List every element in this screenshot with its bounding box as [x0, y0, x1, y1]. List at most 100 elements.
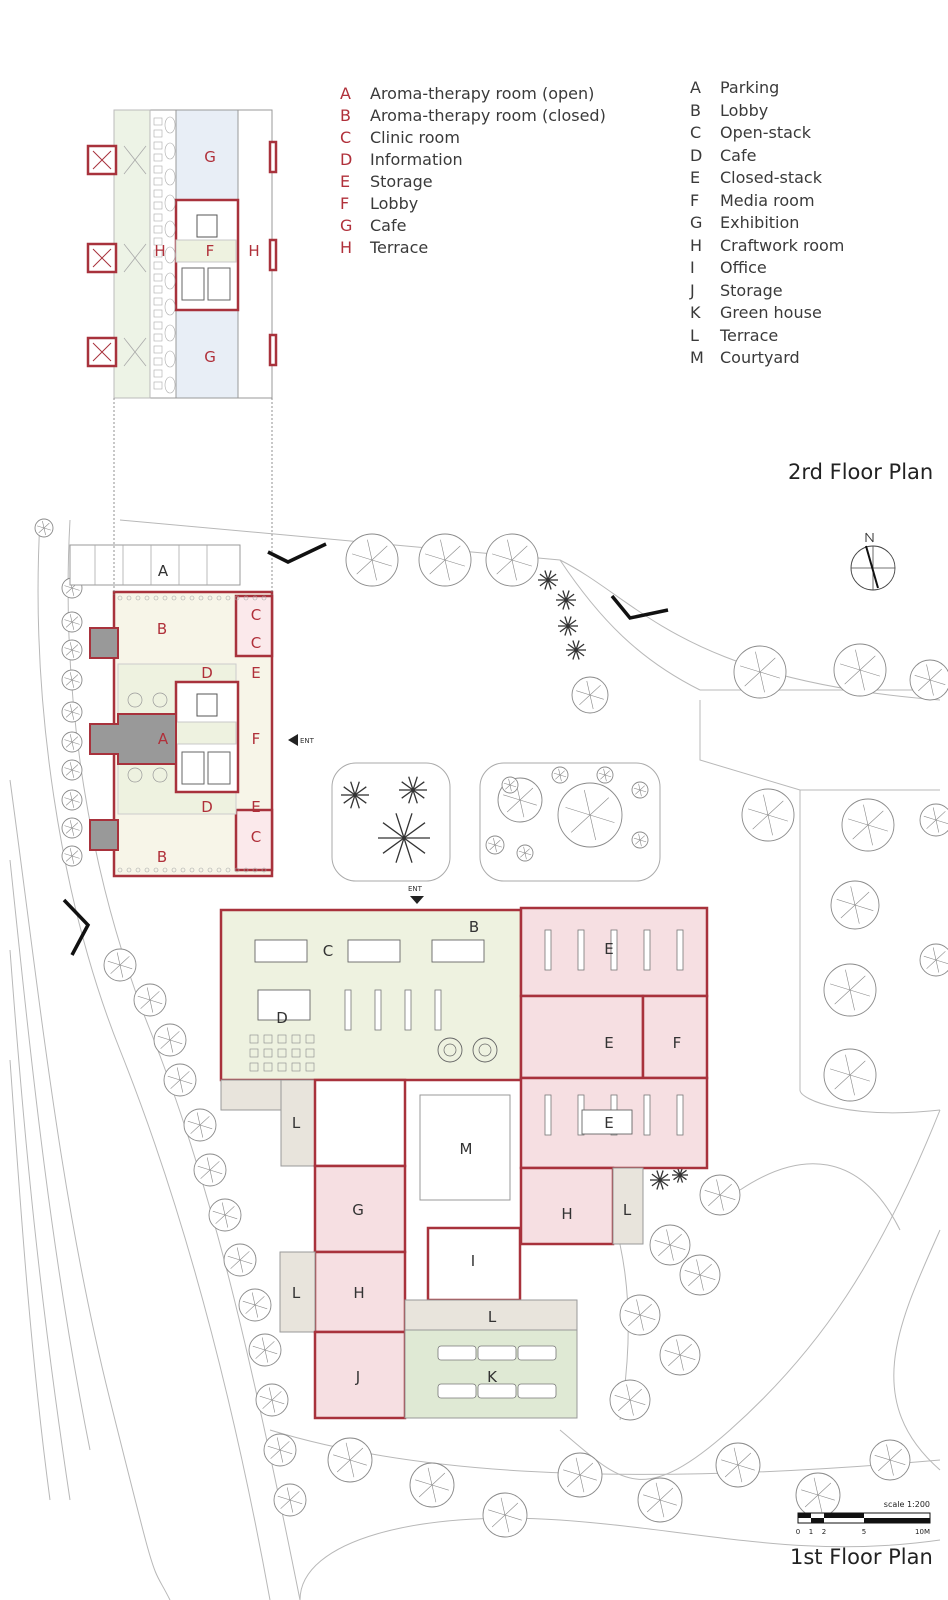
tree-branch — [224, 1214, 229, 1228]
tree-branch — [209, 1169, 214, 1183]
tree-branch — [817, 1482, 832, 1496]
bookshelf — [434, 989, 442, 1031]
tree-branch — [289, 1491, 300, 1501]
tree-branch — [71, 711, 75, 720]
room-label: H — [154, 242, 165, 260]
tree-branch — [64, 767, 73, 771]
tree-branch — [71, 706, 79, 713]
tree-branch — [679, 1343, 692, 1356]
tree-branch — [658, 1244, 671, 1257]
craftwork-room-east — [519, 1166, 615, 1246]
tree-branch — [636, 1299, 641, 1316]
tree-branch — [509, 784, 512, 792]
tree — [248, 1333, 282, 1367]
tree-branch — [440, 539, 446, 561]
tree-branch — [633, 787, 641, 791]
cafe-table — [277, 1048, 287, 1058]
tree-branch — [935, 959, 948, 965]
tree-branch — [119, 964, 133, 970]
tree-branch — [488, 1509, 506, 1516]
shrub-branch — [567, 643, 577, 651]
cafe-table — [305, 1034, 315, 1044]
tree-branch — [69, 672, 73, 681]
tree-branch — [639, 1314, 656, 1320]
tree-branch — [553, 772, 561, 776]
shrub-branch — [575, 643, 585, 651]
site-contour-line — [37, 519, 271, 1600]
trees — [34, 518, 948, 1538]
tree — [61, 789, 83, 811]
dark-shrub — [672, 1167, 688, 1183]
tree-branch — [236, 1247, 241, 1261]
cafe-table — [305, 1048, 315, 1058]
cafe-table — [249, 1048, 259, 1058]
terrace-southwest — [279, 1251, 316, 1333]
shrub-branch — [572, 649, 577, 660]
tree-branch — [199, 1116, 210, 1126]
tree-branch — [71, 621, 80, 625]
tree-branch — [840, 663, 861, 671]
bookshelf — [404, 989, 412, 1031]
tree-branch — [638, 783, 641, 791]
tree-branch — [279, 1449, 293, 1455]
scale-tick-label: 5 — [862, 1528, 866, 1536]
planting-bed — [479, 762, 661, 882]
room-label: L — [292, 1284, 301, 1302]
shrub-branch — [403, 822, 426, 839]
tree-branch — [444, 545, 461, 561]
table — [164, 324, 176, 342]
room-label: G — [352, 1201, 364, 1219]
tree-branch — [696, 1259, 701, 1276]
tree-branch — [639, 1303, 652, 1316]
dark-shrub — [538, 570, 558, 590]
tree-branch — [767, 800, 784, 816]
tree — [609, 1379, 651, 1421]
tree-branch — [935, 959, 940, 973]
tree — [61, 669, 83, 691]
tree-branch — [65, 587, 73, 594]
tree-branch — [854, 904, 874, 911]
chair — [261, 595, 267, 601]
tree — [631, 781, 649, 799]
room-label: E — [251, 798, 260, 816]
shrub-branch — [547, 579, 557, 587]
tree-branch — [179, 1079, 193, 1085]
roof-cross — [92, 150, 112, 170]
tree-branch — [886, 1444, 891, 1461]
tree-branch — [271, 1391, 282, 1401]
chair — [234, 595, 240, 601]
tree — [61, 759, 83, 781]
room-label: C — [251, 828, 261, 846]
tree-branch — [684, 1270, 701, 1276]
tree-branch — [849, 1074, 855, 1096]
dark-shrub — [378, 813, 430, 863]
tree-branch — [169, 1031, 180, 1041]
tree-branch — [586, 680, 591, 696]
site-contour-line — [699, 700, 940, 791]
tree-branch — [494, 844, 502, 848]
shrub-branch — [575, 649, 585, 657]
table — [164, 194, 176, 212]
tree-branch — [71, 855, 80, 859]
tree-branch — [840, 904, 856, 919]
chair — [153, 249, 163, 258]
tree-branch — [854, 891, 870, 906]
tree-branch — [639, 789, 642, 797]
site-contour-line — [299, 1517, 941, 1600]
tree-branch — [570, 814, 591, 833]
shrub-branch — [567, 625, 577, 633]
shrub-branch — [656, 1179, 661, 1190]
scale-tick-label: 10M — [915, 1528, 930, 1536]
tree-branch — [511, 559, 517, 581]
site-contour-line — [269, 1429, 941, 1475]
chair — [243, 595, 249, 601]
tree-branch — [65, 855, 73, 862]
